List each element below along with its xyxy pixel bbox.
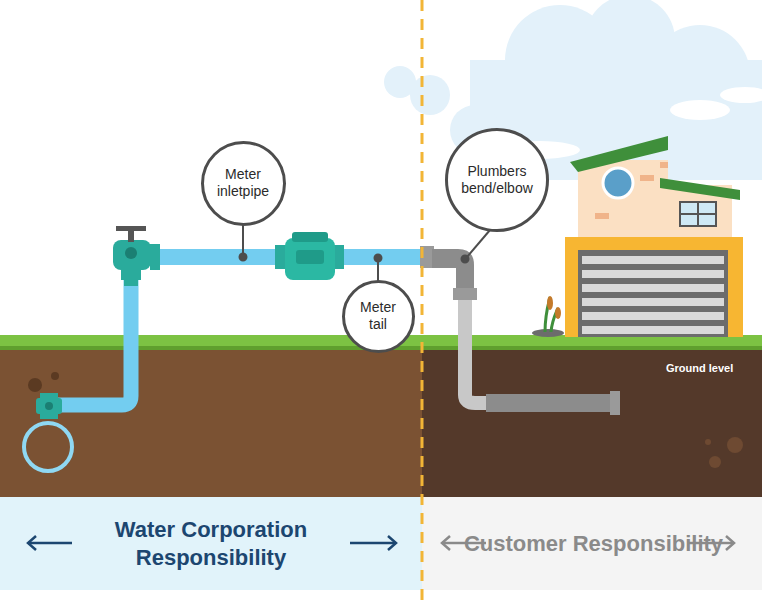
callout-text: Meter tail <box>354 299 403 333</box>
band-title: Water Corporation Responsibility <box>81 516 341 571</box>
callout-circle: Meter inletpipe <box>201 141 286 226</box>
callout-circle: Plumbers bend/elbow <box>445 128 549 232</box>
responsibility-band: Customer Responsibility <box>425 497 762 590</box>
callout-text: Meter inletpipe <box>212 166 274 200</box>
water-pipe <box>24 226 422 471</box>
band-title: Customer Responsibility <box>464 530 723 558</box>
ground-label: Ground level <box>666 362 733 374</box>
house <box>532 136 743 337</box>
leader-line <box>240 224 491 282</box>
customer-pipe <box>420 246 620 415</box>
callout-text: Plumbers bend/elbow <box>459 163 536 197</box>
cloud <box>384 0 762 180</box>
callout-circle: Meter tail <box>342 280 415 353</box>
responsibility-band: Water Corporation Responsibility <box>0 497 422 590</box>
